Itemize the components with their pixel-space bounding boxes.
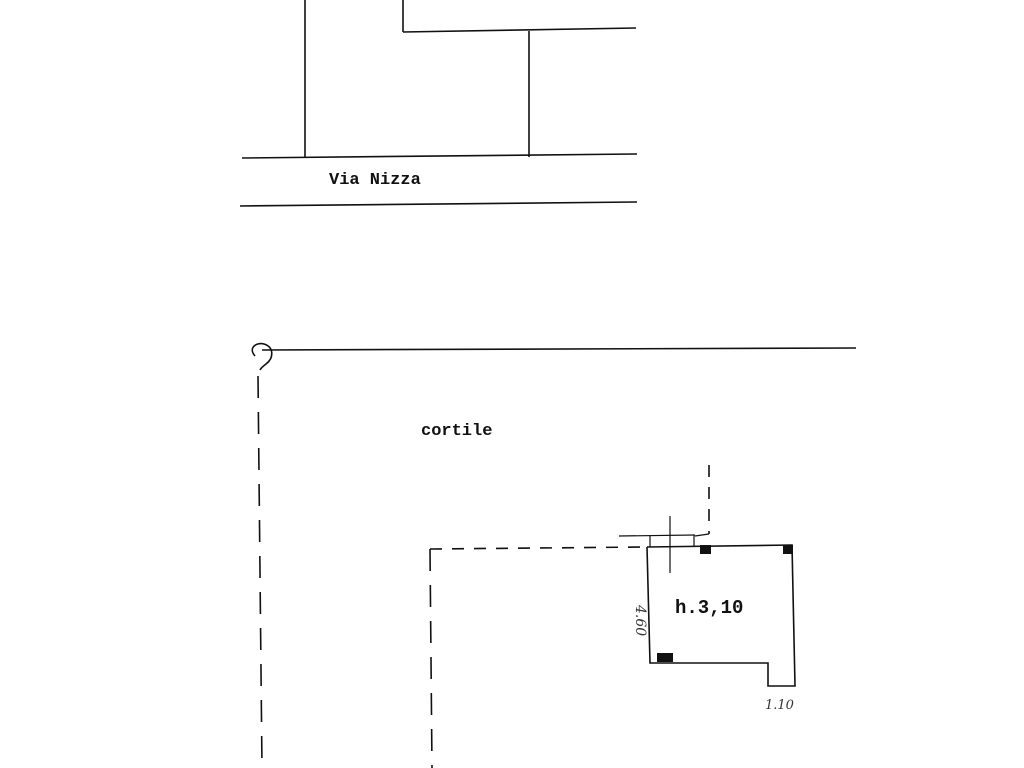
street-lower-edge — [239, 201, 638, 207]
street-label: Via Nizza — [329, 171, 421, 190]
footprint-left-dashed-edge — [429, 548, 433, 768]
guide-return-line — [694, 533, 710, 537]
boundary-corner-mark — [251, 342, 273, 371]
street-upper-edge — [241, 153, 638, 159]
entry-threshold-line — [618, 534, 696, 537]
street-band: Via Nizza — [239, 153, 638, 207]
footprint-top-dashed-edge — [429, 546, 647, 550]
dashed-footprint — [429, 465, 710, 768]
pillar-top-middle — [700, 545, 711, 554]
courtyard-label: cortile — [421, 422, 492, 441]
pillar-bottom-left — [657, 653, 673, 662]
step-width-dimension: 1.10 — [765, 698, 794, 713]
courtyard-left-dashed-boundary — [257, 375, 263, 768]
room-outline: h.3,10 4.60 1.10 — [618, 516, 796, 713]
room-depth-dimension: 4.60 — [632, 604, 648, 636]
upper-building-block — [304, 0, 637, 158]
room-height-label: h.3,10 — [675, 597, 743, 619]
building-rear-wall — [402, 27, 637, 33]
courtyard-boundary: cortile — [251, 342, 857, 768]
pillar-top-right — [783, 545, 793, 554]
courtyard-top-boundary — [261, 347, 857, 351]
